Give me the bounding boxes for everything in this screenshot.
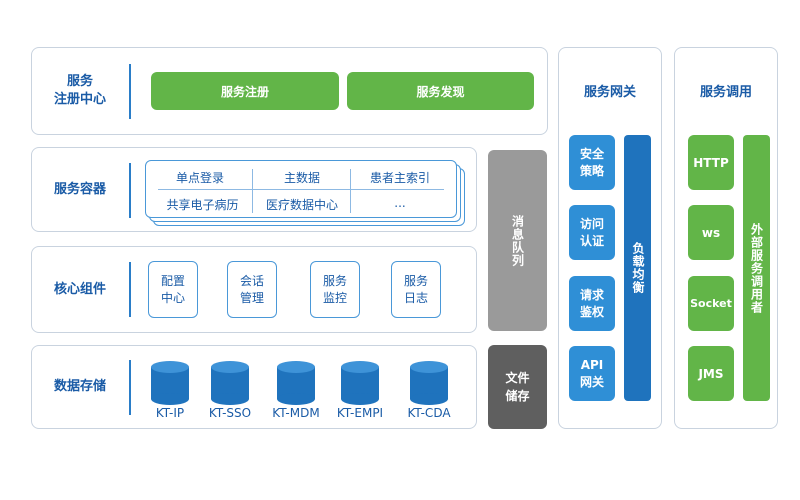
storage-separator [129, 360, 131, 415]
container-item-masterdata: 主数据 [283, 171, 320, 185]
service-register-button[interactable]: 服务注册 [151, 72, 339, 110]
load-balancer-bar: 负载均衡 [624, 135, 651, 401]
database-icon-mdm [277, 361, 315, 405]
gateway-item-security: 安全 策略 [569, 135, 615, 190]
container-separator [129, 163, 131, 218]
message-queue: 消息队列 [488, 150, 547, 331]
core-item-config: 配置 中心 [148, 261, 198, 318]
database-icon-ip [151, 361, 189, 405]
gateway-item-access: 访问 认证 [569, 205, 615, 260]
database-icon-sso [211, 361, 249, 405]
container-card [145, 160, 457, 218]
protocol-http: HTTP [688, 135, 734, 190]
container-item-datacenter: 医疗数据中心 [265, 198, 338, 212]
database-label-empi: KT-EMPI [336, 406, 384, 420]
core-separator [129, 262, 131, 317]
container-item-emr: 共享电子病历 [166, 198, 239, 212]
container-item-sso: 单点登录 [175, 171, 224, 185]
protocol-jms: JMS [688, 346, 734, 401]
protocol-ws: ws [688, 205, 734, 260]
external-caller-bar: 外部服务调用者 [743, 135, 770, 401]
database-label-cda: KT-CDA [407, 406, 451, 420]
storage-title: 数据存储 [53, 379, 106, 394]
file-storage: 文件 储存 [488, 345, 547, 429]
container-item-more: ... [394, 196, 406, 210]
registry-separator [129, 64, 131, 119]
database-label-mdm: KT-MDM [272, 406, 320, 420]
core-title: 核心组件 [53, 282, 106, 297]
gateway-item-auth: 请求 鉴权 [569, 276, 615, 331]
database-label-sso: KT-SSO [208, 406, 252, 420]
core-item-monitor: 服务 监控 [310, 261, 360, 318]
database-label-ip: KT-IP [155, 406, 185, 420]
core-item-log: 服务 日志 [391, 261, 441, 318]
storage-panel [31, 345, 477, 429]
container-item-empi: 患者主索引 [369, 171, 430, 185]
gateway-item-api: API 网关 [569, 346, 615, 401]
container-title: 服务容器 [53, 182, 106, 197]
invoke-title: 服务调用 [699, 85, 752, 100]
core-item-session: 会话 管理 [227, 261, 277, 318]
protocol-socket: Socket [688, 276, 734, 331]
registry-title: 服务 注册中心 [53, 74, 106, 107]
database-icon-cda [410, 361, 448, 405]
database-icon-empi [341, 361, 379, 405]
service-discover-button[interactable]: 服务发现 [347, 72, 534, 110]
gateway-title: 服务网关 [583, 85, 636, 100]
